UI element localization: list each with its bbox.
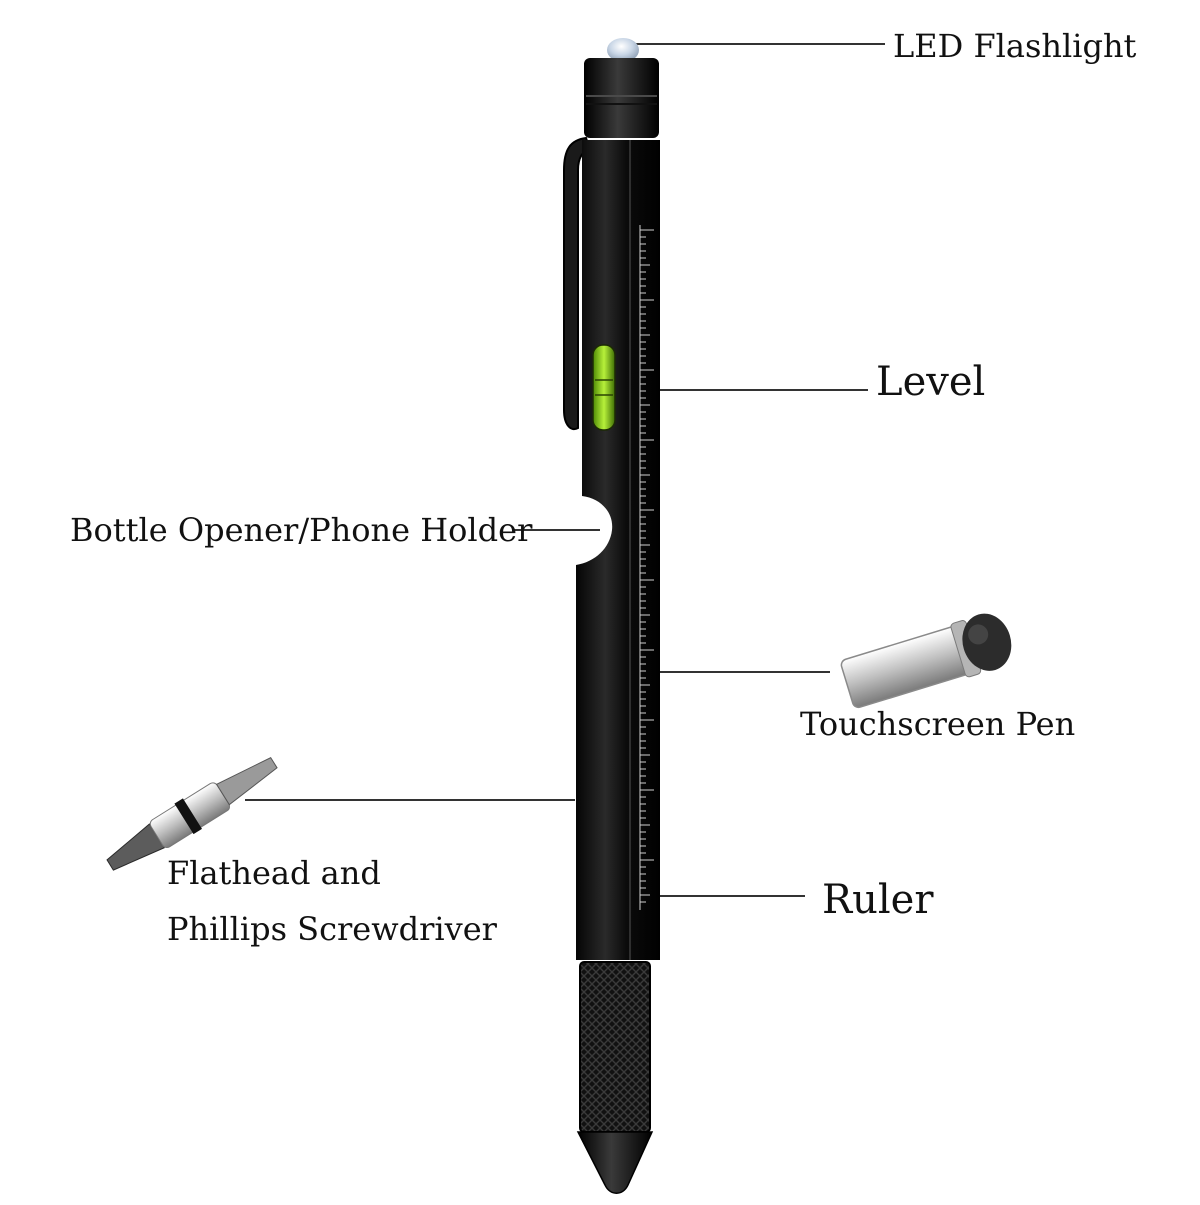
pen-tip [576, 1131, 654, 1194]
led-light-icon [607, 38, 639, 62]
ruler-ticks [639, 225, 654, 910]
pen-grip [580, 962, 650, 1132]
stylus-icon [840, 613, 1012, 709]
screwdriver-bit-icon [106, 756, 278, 871]
pen-upper-body [576, 140, 660, 960]
label-led-flashlight: LED Flashlight [893, 27, 1137, 65]
label-touchscreen-pen: Touchscreen Pen [800, 705, 1076, 743]
label-screwdriver-line2: Phillips Screwdriver [167, 910, 497, 948]
label-screwdriver-line1: Flathead and [167, 854, 381, 892]
leader-lines [245, 43, 885, 897]
level-vial [592, 344, 616, 431]
label-bottle-opener: Bottle Opener/Phone Holder [70, 511, 533, 549]
led-cap [584, 58, 659, 138]
label-level: Level [876, 359, 986, 405]
label-ruler: Ruler [822, 877, 934, 923]
